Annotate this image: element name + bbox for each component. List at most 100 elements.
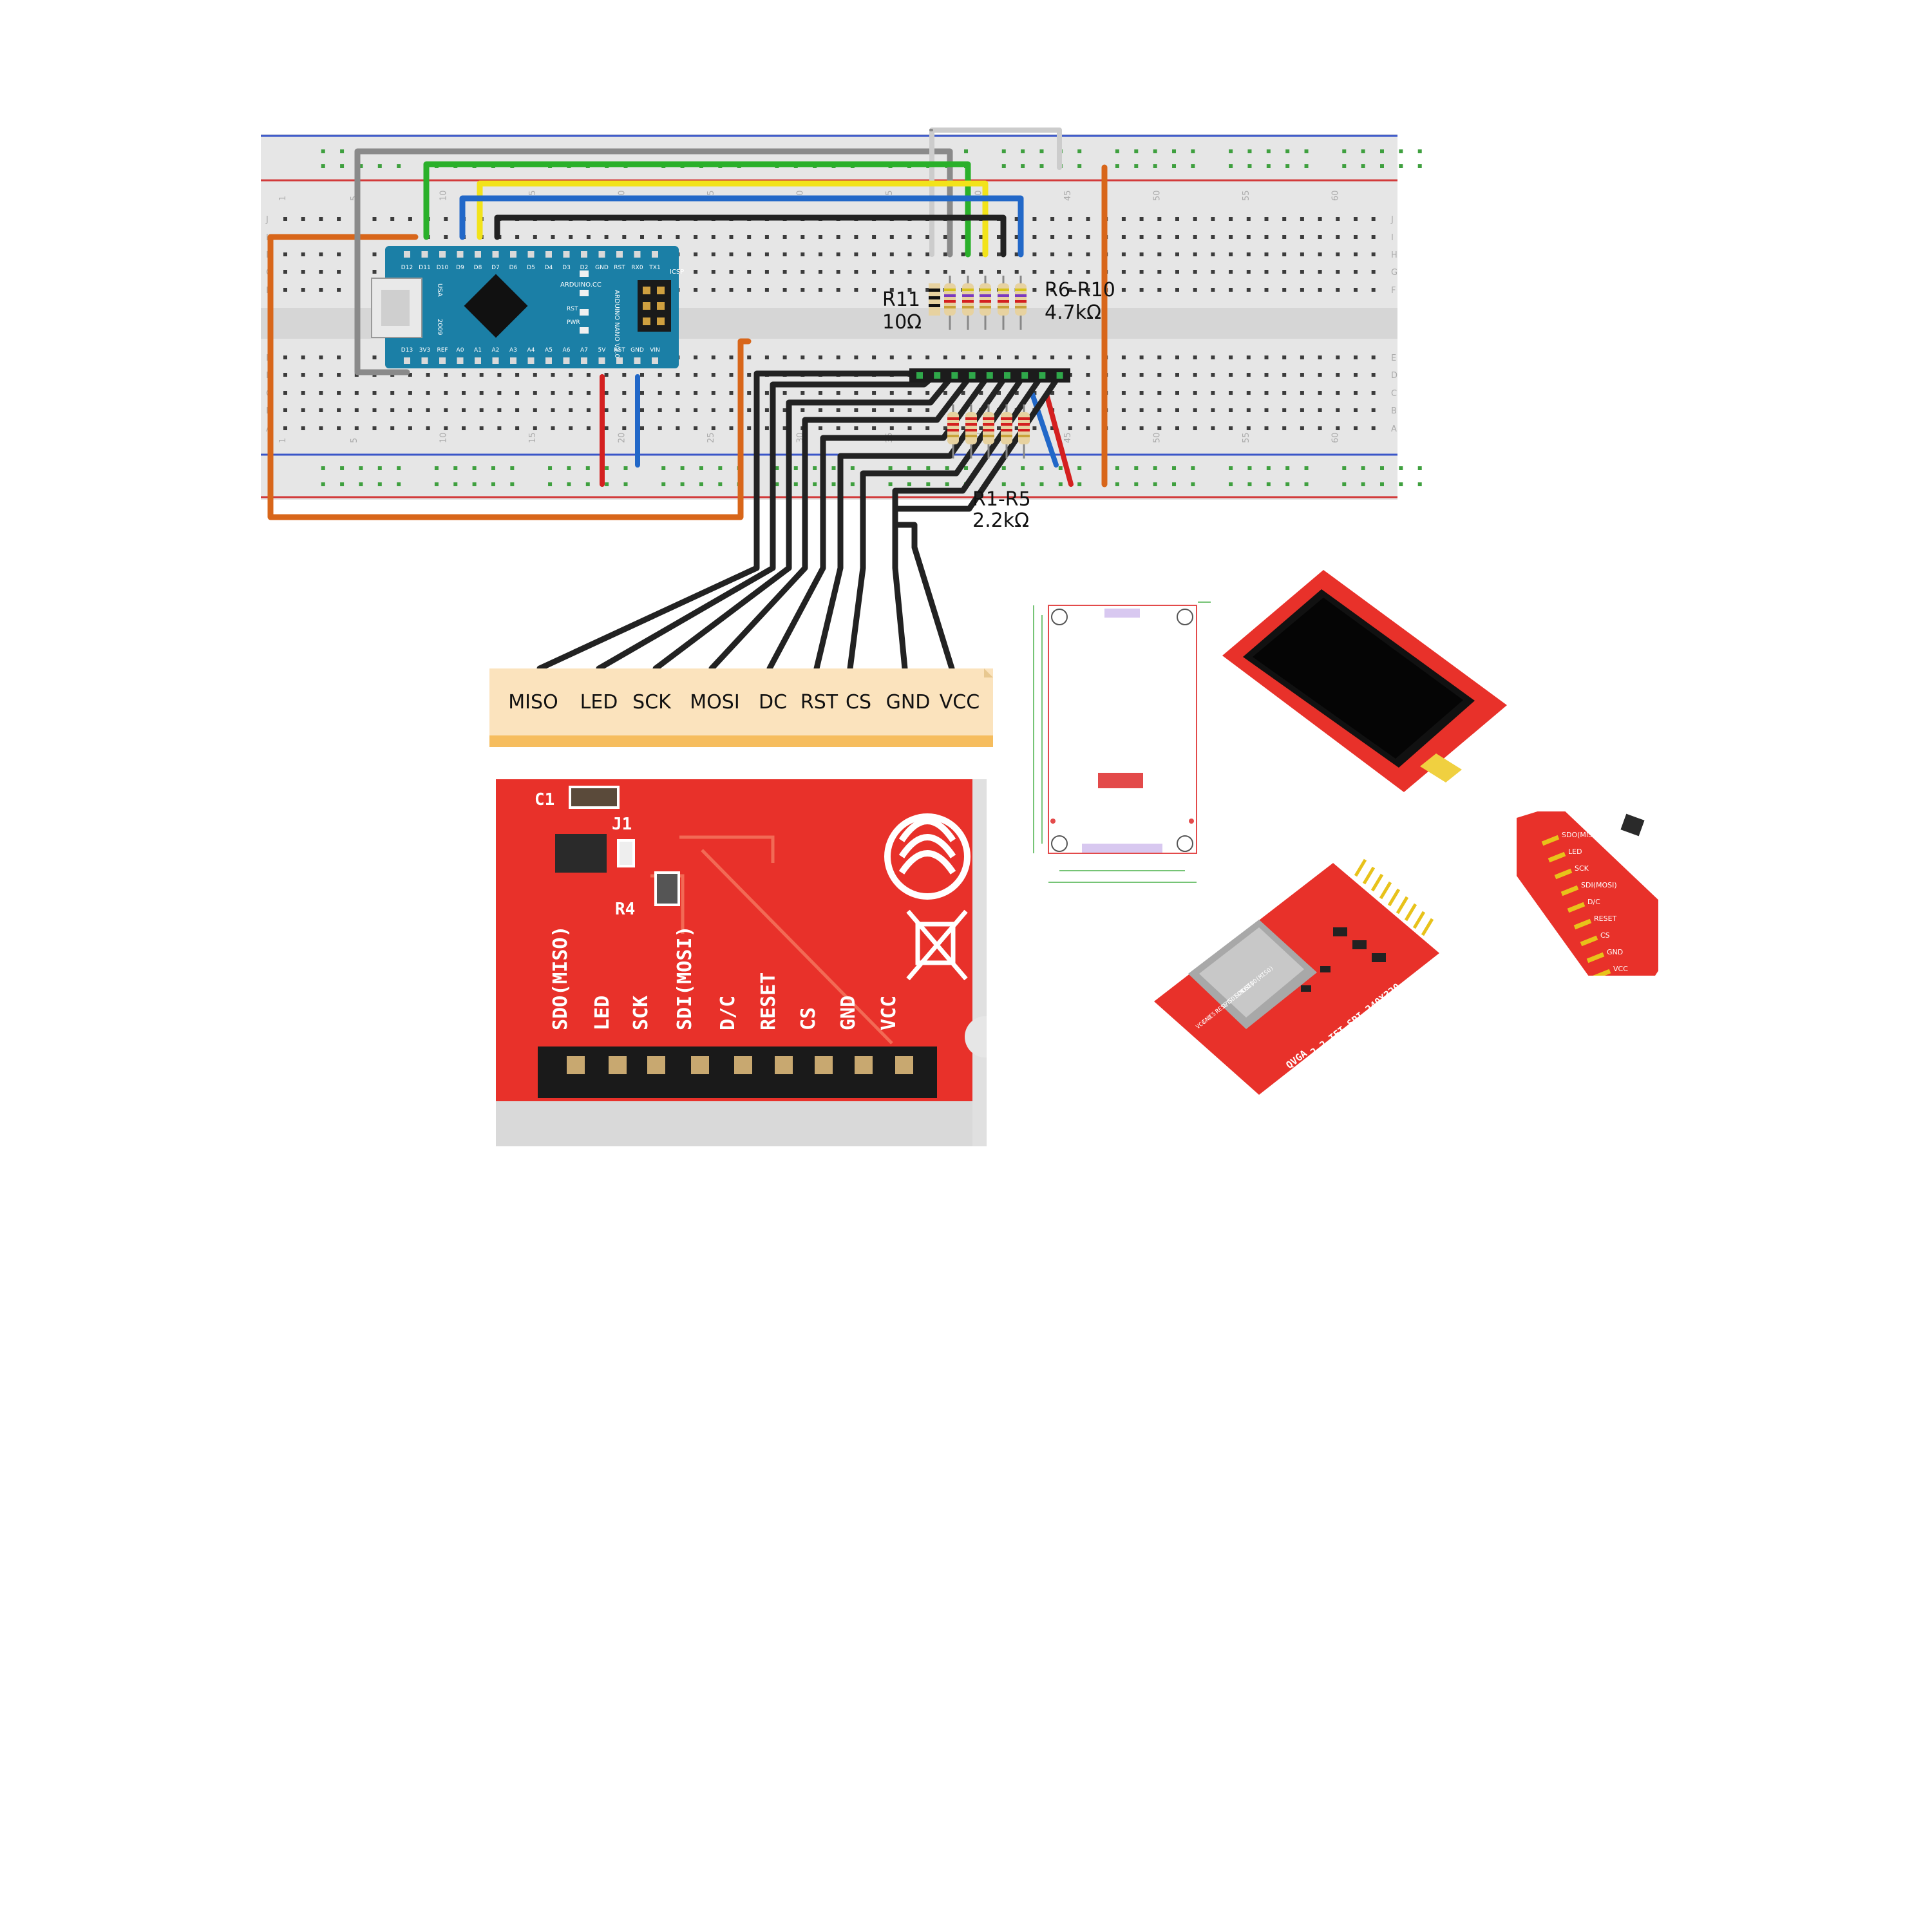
- hole-row-top: [1354, 235, 1358, 239]
- rail-hole: [1342, 149, 1347, 153]
- hole-row-top: [1050, 288, 1055, 292]
- hole-row-bottom: [711, 391, 715, 395]
- rail-hole: [1399, 482, 1403, 486]
- hole-row-top: [515, 235, 520, 239]
- rail-hole: [1361, 482, 1365, 486]
- hole-row-bottom: [533, 373, 537, 377]
- resistor-4k7-band: [998, 294, 1009, 297]
- hole-row-bottom: [372, 408, 377, 412]
- arduino-pin-top: [527, 251, 535, 258]
- rail-hole: [1058, 466, 1063, 470]
- hole-row-top: [319, 217, 323, 221]
- column-number-bottom: 1: [278, 438, 288, 443]
- hole-row-bottom: [1336, 408, 1340, 412]
- resistor-4k7: [944, 283, 956, 316]
- resistor-2k2-band: [983, 429, 994, 431]
- hole-row-top: [1371, 235, 1376, 239]
- arduino-pin-bottom: [421, 357, 428, 364]
- r11-value-label: 10Ω: [882, 311, 922, 334]
- hole-row-top: [1032, 252, 1037, 256]
- hole-row-top: [1246, 235, 1251, 239]
- wire-white-rail: [929, 128, 1062, 257]
- hole-row-top: [283, 288, 287, 292]
- drawing-outline: [1048, 605, 1197, 854]
- rail-hole: [964, 466, 969, 470]
- hole-row-bottom: [1014, 426, 1019, 430]
- rail-hole: [680, 466, 685, 470]
- resistors-r6-r10: [944, 276, 1027, 330]
- hole-row-bottom: [462, 391, 466, 395]
- rail-hole: [850, 482, 855, 486]
- arduino-pin-bottom: [492, 357, 499, 364]
- arduino-pin-top: [616, 251, 623, 258]
- hole-row-bottom: [729, 373, 734, 377]
- hole-row-bottom: [1157, 355, 1162, 359]
- hole-row-top: [1157, 270, 1162, 274]
- resistor-4k7: [962, 283, 974, 316]
- rail-hole: [793, 466, 798, 470]
- header-pin: [1004, 372, 1010, 379]
- drawing-bottom-header: [1082, 844, 1162, 853]
- hole-row-bottom: [1014, 391, 1019, 395]
- column-number-bottom: 20: [617, 432, 627, 443]
- rail-hole: [945, 482, 949, 486]
- hole-row-top: [390, 217, 395, 221]
- hole-row-top: [1050, 217, 1055, 221]
- hole-row-bottom: [1246, 391, 1251, 395]
- column-number-top: 10: [439, 190, 448, 201]
- hole-row-bottom: [1264, 391, 1269, 395]
- hole-row-bottom: [533, 426, 537, 430]
- hole-row-bottom: [444, 373, 448, 377]
- arduino-pwr-label: PWR: [567, 319, 580, 326]
- resistor-4k7: [980, 283, 991, 316]
- hole-row-bottom: [694, 373, 698, 377]
- row-letter-right: C: [1391, 389, 1397, 399]
- hole-row-bottom: [907, 391, 912, 395]
- column-number-bottom: 15: [528, 432, 538, 443]
- hole-row-bottom: [1211, 408, 1215, 412]
- rail-hole: [1153, 482, 1157, 486]
- hole-row-bottom: [1300, 373, 1304, 377]
- hole-row-bottom: [301, 408, 305, 412]
- hole-row-top: [764, 252, 769, 256]
- arduino-pin-top-label: D4: [545, 265, 553, 271]
- hole-row-bottom: [1246, 355, 1251, 359]
- arduino-pin-bottom: [475, 357, 481, 364]
- resistor-2k2-band: [947, 435, 959, 437]
- row-letter-right: J: [1390, 215, 1394, 225]
- arduino-pin-top: [404, 251, 410, 258]
- r11-band-1: [929, 289, 940, 292]
- hole-row-top: [1282, 235, 1287, 239]
- rail-hole: [567, 482, 571, 486]
- hole-row-bottom: [1264, 373, 1269, 377]
- hole-row-bottom: [961, 426, 965, 430]
- pcb-component-label: J1: [612, 815, 632, 834]
- drawing-dimension-lines: [1033, 601, 1211, 883]
- rail-hole: [888, 482, 893, 486]
- rail-hole: [1115, 149, 1119, 153]
- hole-row-top: [444, 235, 448, 239]
- hole-row-bottom: [907, 426, 912, 430]
- hole-row-top: [1229, 252, 1233, 256]
- hole-row-top: [1193, 235, 1197, 239]
- hole-row-top: [1318, 270, 1322, 274]
- hole-row-bottom: [337, 373, 341, 377]
- arduino-pin-bottom: [581, 357, 587, 364]
- hole-row-top: [1371, 252, 1376, 256]
- hole-row-bottom: [961, 391, 965, 395]
- drawing-hole-bl: [1051, 835, 1068, 852]
- rail-hole: [1077, 149, 1082, 153]
- hole-row-top: [1211, 270, 1215, 274]
- arduino-pin-bottom: [510, 357, 516, 364]
- hole-row-top: [979, 252, 983, 256]
- ribbon-wire-sck: [652, 370, 958, 672]
- hole-row-top: [1050, 235, 1055, 239]
- hole-row-top: [1371, 288, 1376, 292]
- hole-row-bottom: [1050, 391, 1055, 395]
- hole-row-top: [1211, 217, 1215, 221]
- rail-hole: [964, 149, 969, 153]
- hole-row-top: [694, 235, 698, 239]
- hole-row-bottom: [462, 426, 466, 430]
- rail-hole: [926, 466, 931, 470]
